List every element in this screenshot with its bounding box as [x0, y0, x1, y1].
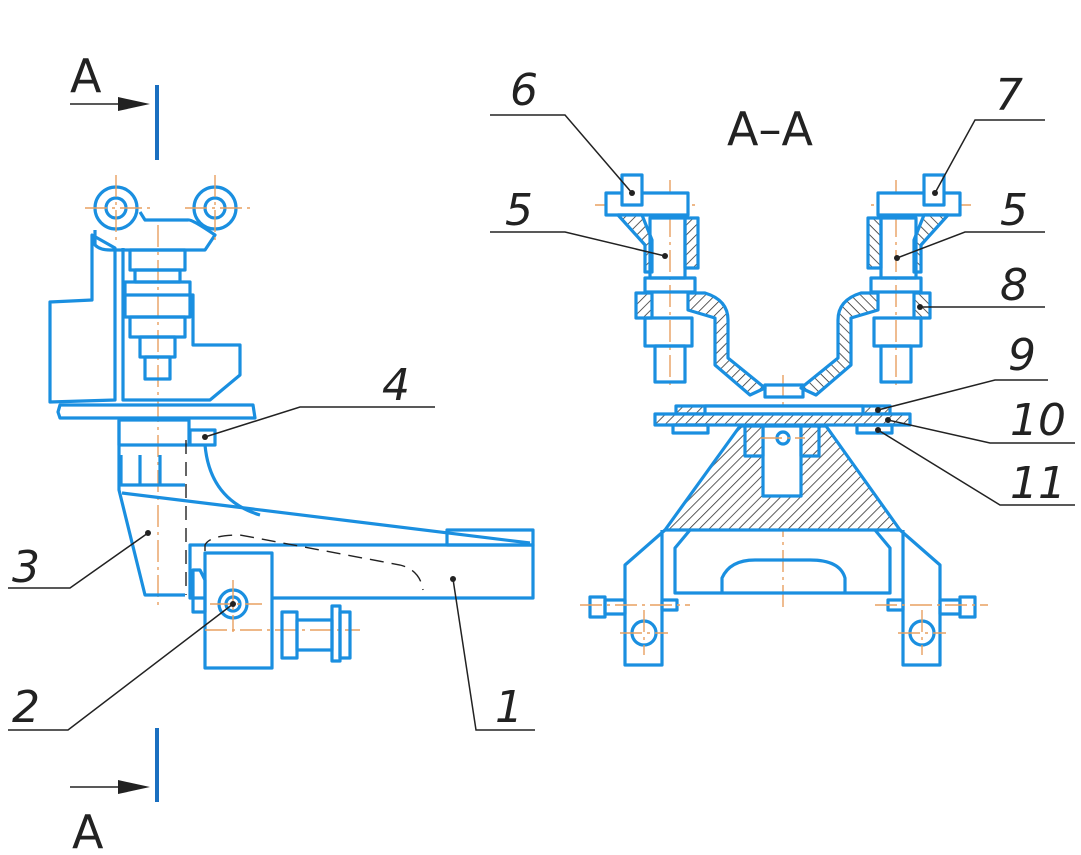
svg-text:5: 5 — [505, 185, 533, 236]
section-marker-bottom: A — [70, 728, 159, 855]
callout-4: 4 — [202, 360, 435, 440]
svg-text:4: 4 — [382, 360, 410, 411]
bolt-assembly-left — [595, 173, 767, 397]
callout-1: 1 — [450, 576, 535, 733]
svg-text:6: 6 — [510, 65, 538, 116]
part-11 — [855, 423, 894, 435]
svg-text:10: 10 — [1010, 395, 1066, 446]
callout-8: 8 — [917, 260, 1045, 311]
section-letter-bottom: A — [72, 805, 104, 855]
part-10 — [653, 412, 912, 427]
callout-2: 2 — [8, 601, 236, 733]
callout-10: 10 — [885, 395, 1075, 446]
callout-5-left: 5 — [490, 185, 668, 259]
part-8 — [634, 291, 654, 320]
callout-6: 6 — [490, 65, 635, 196]
section-view — [580, 173, 988, 667]
callout-3: 3 — [8, 530, 151, 593]
svg-text:8: 8 — [1000, 260, 1028, 311]
svg-text:3: 3 — [12, 542, 40, 593]
section-marker-top: A — [70, 49, 159, 160]
callout-9: 9 — [875, 330, 1048, 413]
svg-text:9: 9 — [1008, 330, 1036, 381]
arrow-icon — [118, 97, 150, 111]
svg-text:7: 7 — [995, 70, 1023, 121]
callout-7: 7 — [932, 70, 1045, 196]
section-title: A–A — [727, 102, 813, 156]
side-view — [48, 175, 535, 670]
arrow-icon — [118, 780, 150, 794]
callout-11: 11 — [875, 427, 1075, 509]
part-4 — [188, 428, 217, 447]
bolt-assembly-right — [799, 173, 973, 397]
section-letter-top: A — [70, 49, 102, 103]
svg-text:2: 2 — [12, 682, 40, 733]
svg-text:11: 11 — [1010, 458, 1066, 509]
callout-5-right: 5 — [894, 185, 1045, 261]
svg-text:1: 1 — [495, 682, 523, 733]
svg-text:5: 5 — [1000, 185, 1028, 236]
